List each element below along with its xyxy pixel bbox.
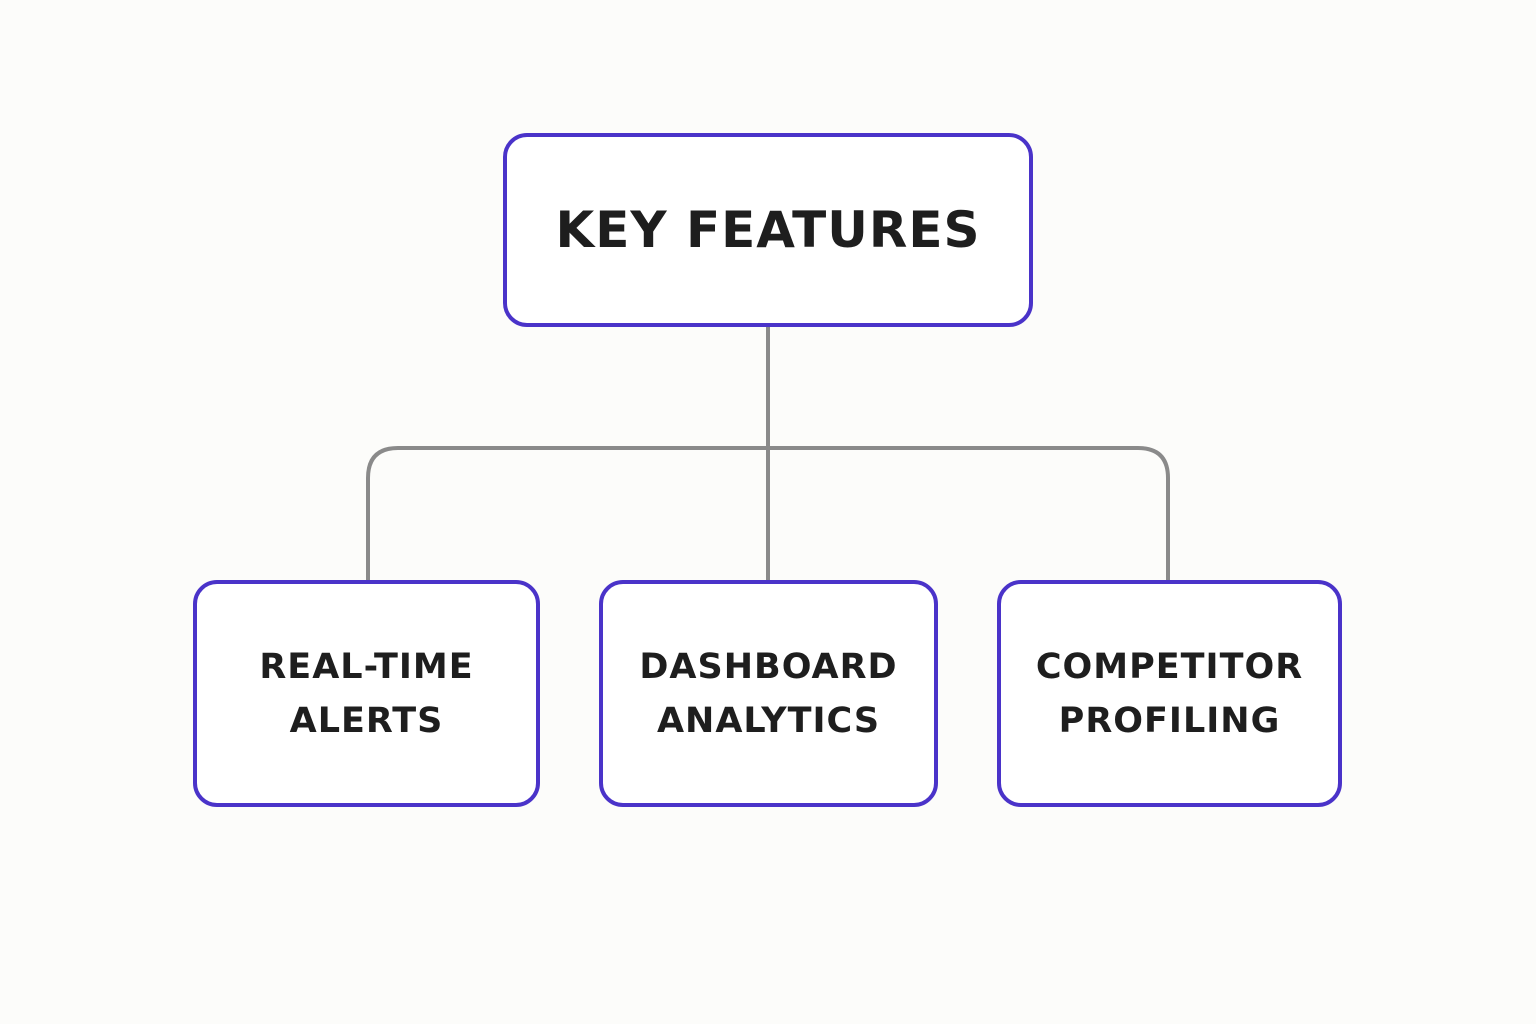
- child-node-label-line1: COMPETITOR: [1035, 646, 1304, 687]
- root-node-label: KEY FEATURES: [555, 201, 981, 259]
- child-node-label: REAL-TIME ALERTS: [259, 640, 473, 748]
- root-node-key-features: KEY FEATURES: [503, 133, 1033, 327]
- right-branch-connector: [768, 446, 1170, 580]
- child-node-label-line2: PROFILING: [1058, 700, 1281, 741]
- child-node-dashboard-analytics: DASHBOARD ANALYTICS: [599, 580, 938, 807]
- child-node-label-line1: REAL-TIME: [259, 646, 474, 687]
- left-branch-connector: [366, 446, 768, 580]
- child-node-label-line2: ALERTS: [289, 700, 444, 741]
- child-node-label-line2: ANALYTICS: [656, 700, 881, 741]
- child-node-real-time-alerts: REAL-TIME ALERTS: [193, 580, 540, 807]
- child-node-label-line1: DASHBOARD: [639, 646, 898, 687]
- child-node-competitor-profiling: COMPETITOR PROFILING: [997, 580, 1342, 807]
- child-node-label: DASHBOARD ANALYTICS: [639, 640, 897, 748]
- child-node-label: COMPETITOR PROFILING: [1036, 640, 1303, 748]
